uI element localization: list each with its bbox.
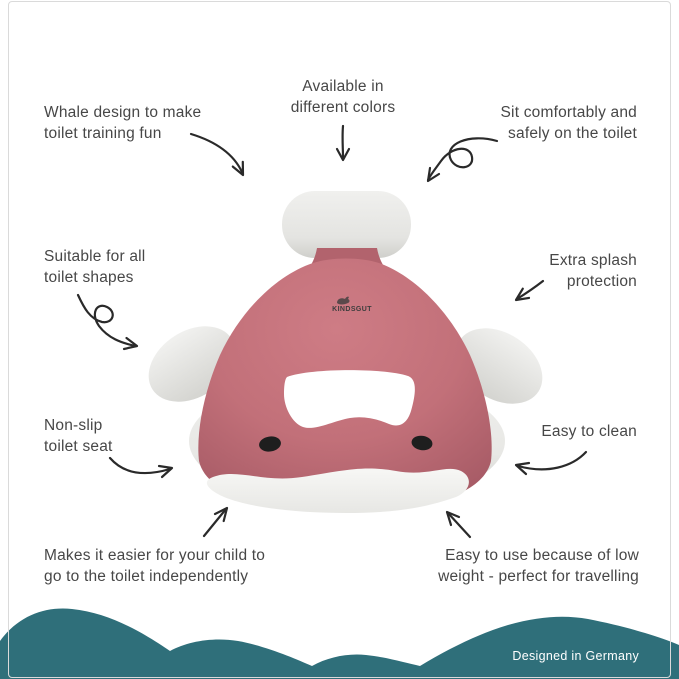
arrow-low-weight-icon: [445, 510, 472, 539]
arrow-available-colors-icon: [335, 124, 351, 162]
whale-logo-icon: [337, 296, 350, 305]
arrow-whale-design-icon: [189, 132, 245, 177]
brand-logo-text: KINDSGUT: [332, 306, 372, 313]
arrow-extra-splash-icon: [514, 279, 545, 302]
annotation-non-slip: Non-slip toilet seat: [44, 417, 113, 455]
brand-logo: KINDSGUT: [332, 296, 372, 313]
annotation-easy-clean: Easy to clean: [541, 423, 637, 440]
arrow-non-slip-icon: [108, 456, 174, 479]
arrow-sit-comfortably-icon: [426, 137, 499, 183]
seat-hole: [284, 370, 415, 428]
annotation-sit-comfortably: Sit comfortably and safely on the toilet: [500, 104, 637, 142]
belly: [206, 468, 469, 513]
annotation-low-weight: Easy to use because of low weight - perf…: [438, 547, 639, 585]
annotation-suitable-shapes: Suitable for all toilet shapes: [44, 248, 146, 286]
callout-arrows: [76, 124, 588, 539]
annotation-available-colors: Available in different colors: [290, 78, 396, 116]
right-eye: [411, 435, 433, 451]
whale-seat-product: KINDSGUT: [148, 191, 543, 513]
designed-in-germany-label: Designed in Germany: [512, 649, 639, 663]
annotation-whale-design: Whale design to make toilet training fun: [44, 104, 202, 142]
tail-backrest: [282, 191, 411, 258]
arrow-suitable-shapes-icon: [76, 293, 139, 351]
annotation-child-independent: Makes it easier for your child to go to …: [44, 547, 266, 585]
arrow-easy-clean-icon: [514, 450, 588, 476]
left-eye: [259, 436, 281, 452]
annotation-extra-splash: Extra splash protection: [549, 252, 637, 290]
arrow-child-independent-icon: [202, 506, 229, 538]
wave-footer: [0, 608, 679, 679]
